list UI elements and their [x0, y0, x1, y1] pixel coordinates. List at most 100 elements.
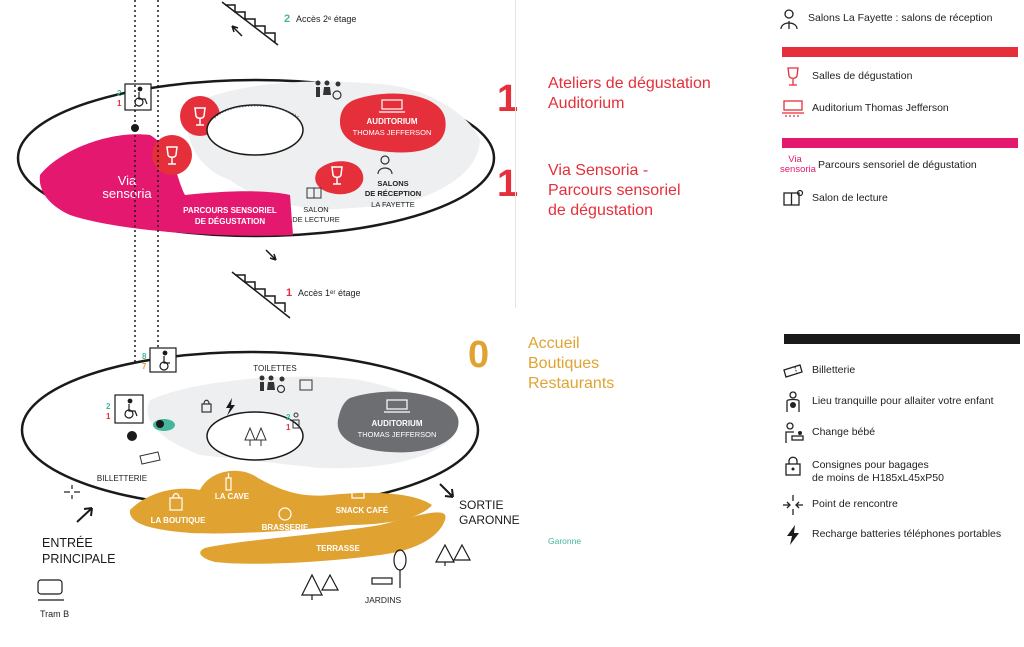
- legend-auditorium: Auditorium Thomas Jefferson: [782, 98, 949, 120]
- svg-text:LA CAVE: LA CAVE: [215, 492, 250, 501]
- svg-text:LA FAYETTE: LA FAYETTE: [371, 200, 415, 209]
- stairs-icon[interactable]: [231, 249, 291, 319]
- baby-change-icon: [785, 422, 804, 443]
- legend-nursing: Lieu tranquille pour allaiter votre enfa…: [782, 391, 994, 413]
- reading-icon: [783, 189, 804, 206]
- legend-tasting: Salles de dégustation: [782, 66, 912, 88]
- svg-text:7: 7: [142, 362, 147, 371]
- svg-text:8: 8: [142, 352, 147, 361]
- floor-number-1a: 1: [497, 78, 519, 120]
- legend-bar-red: [782, 47, 1018, 57]
- legend-salons: Salons La Fayette : salons de réception: [778, 8, 992, 30]
- exit-arrow: [439, 483, 454, 498]
- svg-text:AUDITORIUM: AUDITORIUM: [367, 117, 418, 126]
- legend-bar-black: [784, 334, 1020, 344]
- svg-text:2: 2: [117, 89, 122, 98]
- svg-text:THOMAS JEFFERSON: THOMAS JEFFERSON: [353, 128, 432, 137]
- page-divider: [515, 0, 516, 308]
- legend-reading: Salon de lecture: [782, 188, 888, 210]
- svg-text:ENTRÉE: ENTRÉE: [42, 535, 93, 550]
- terrasse-zone[interactable]: [200, 512, 446, 564]
- svg-text:DE DÉGUSTATION: DE DÉGUSTATION: [195, 217, 266, 226]
- floor-map: AUDITORIUM THOMAS JEFFERSON Via sensoria…: [16, 0, 520, 619]
- wine-glass-icon: [787, 67, 799, 86]
- toilets-icon: [259, 375, 286, 394]
- svg-text:PRINCIPALE: PRINCIPALE: [42, 552, 115, 566]
- meeting-point-icon: [64, 485, 80, 499]
- entrance-arrow: [76, 507, 93, 523]
- svg-text:Accès 2ᵉ étage: Accès 2ᵉ étage: [296, 14, 356, 24]
- floor-0-description: Accueil Boutiques Restaurants: [528, 335, 615, 392]
- auditorium-zone-f1[interactable]: [340, 93, 446, 153]
- first-floor-map: AUDITORIUM THOMAS JEFFERSON Via sensoria…: [16, 1, 496, 238]
- floor-number-1b: 1: [497, 163, 519, 205]
- svg-text:DE LECTURE: DE LECTURE: [292, 215, 340, 224]
- waiter-icon: [377, 155, 393, 175]
- stair-node-f0[interactable]: [127, 431, 137, 441]
- via-sensoria-zone[interactable]: [39, 134, 293, 236]
- svg-text:SALON: SALON: [303, 205, 328, 214]
- auditorium-icon: [384, 399, 410, 413]
- svg-text:Tram B: Tram B: [40, 609, 69, 619]
- shops-zone[interactable]: [129, 470, 432, 534]
- legend-charging: Recharge batteries téléphones portables: [782, 524, 1001, 546]
- bag-icon: [169, 492, 183, 511]
- reading-icon: [306, 187, 322, 199]
- svg-text:1: 1: [286, 287, 292, 299]
- svg-text:JARDINS: JARDINS: [365, 595, 402, 605]
- svg-text:BILLETTERIE: BILLETTERIE: [97, 474, 147, 483]
- lightning-icon: [787, 525, 799, 545]
- coffee-icon: [351, 489, 365, 499]
- locker-icon: [201, 399, 212, 413]
- svg-text:Accès 1ᵉʳ étage: Accès 1ᵉʳ étage: [298, 288, 361, 298]
- waiter-icon: [780, 9, 798, 30]
- ground-floor-map: AUDITORIUM THOMAS JEFFERSON LA BOUTIQUE …: [20, 347, 480, 564]
- legend-baby-change: Change bébé: [782, 422, 875, 444]
- svg-text:PARCOURS SENSORIEL: PARCOURS SENSORIEL: [183, 206, 277, 215]
- nursing-icon: [786, 391, 800, 412]
- svg-text:BRASSERIE: BRASSERIE: [262, 523, 309, 532]
- svg-text:DE RÉCEPTION: DE RÉCEPTION: [365, 189, 421, 198]
- locker-icon: [785, 456, 801, 476]
- legend-meeting-point: Point de rencontre: [782, 494, 898, 516]
- svg-text:2: 2: [286, 413, 291, 422]
- ticket-icon: [139, 451, 161, 465]
- auditorium-zone-f0[interactable]: [337, 391, 459, 453]
- tree-icon: [244, 426, 267, 446]
- svg-text:sensoria: sensoria: [102, 186, 152, 201]
- legend-billetterie: Billetterie: [782, 360, 855, 382]
- svg-text:SNACK CAFÉ: SNACK CAFÉ: [336, 506, 389, 515]
- svg-text:1: 1: [286, 423, 291, 432]
- toilets-icon: [315, 80, 342, 100]
- lightning-icon: [226, 398, 235, 416]
- baby-change-icon: [299, 379, 313, 391]
- svg-text:SALONS: SALONS: [377, 179, 408, 188]
- auditorium-icon: [782, 100, 804, 117]
- legend-locker: Consignes pour bagages de moins de H185x…: [782, 455, 944, 485]
- svg-text:2: 2: [284, 13, 290, 25]
- tram-icon: [37, 579, 64, 601]
- floor-number-0: 0: [468, 334, 490, 376]
- svg-text:SORTIE: SORTIE: [459, 498, 503, 512]
- tasting-room-3[interactable]: [315, 161, 364, 195]
- lift-f0-top[interactable]: [149, 347, 177, 373]
- floor-1-description-b: Via Sensoria - Parcours sensoriel de dég…: [548, 162, 681, 219]
- nursing-icon: [292, 412, 300, 429]
- ticket-icon: [783, 364, 803, 378]
- stairs-icon[interactable]: [221, 1, 279, 46]
- svg-text:TOILETTES: TOILETTES: [253, 364, 296, 373]
- svg-text:AUDITORIUM: AUDITORIUM: [372, 419, 423, 428]
- tasting-room-2[interactable]: [152, 135, 192, 175]
- stair-node-f1[interactable]: [131, 124, 139, 132]
- meeting-point-icon: [783, 495, 803, 515]
- wine-glass-icon: [166, 107, 343, 185]
- plate-icon: [278, 507, 292, 521]
- svg-text:Via: Via: [118, 173, 137, 188]
- svg-text:1: 1: [106, 412, 111, 421]
- legend-via-sensoria: Via sensoria Parcours sensoriel de dégus…: [780, 154, 977, 175]
- svg-text:GARONNE: GARONNE: [459, 513, 520, 527]
- via-sensoria-logo: Via sensoria: [780, 154, 816, 175]
- svg-text:1: 1: [117, 99, 122, 108]
- garonne-label: Garonne: [548, 536, 582, 546]
- svg-text:LA BOUTIQUE: LA BOUTIQUE: [151, 516, 206, 525]
